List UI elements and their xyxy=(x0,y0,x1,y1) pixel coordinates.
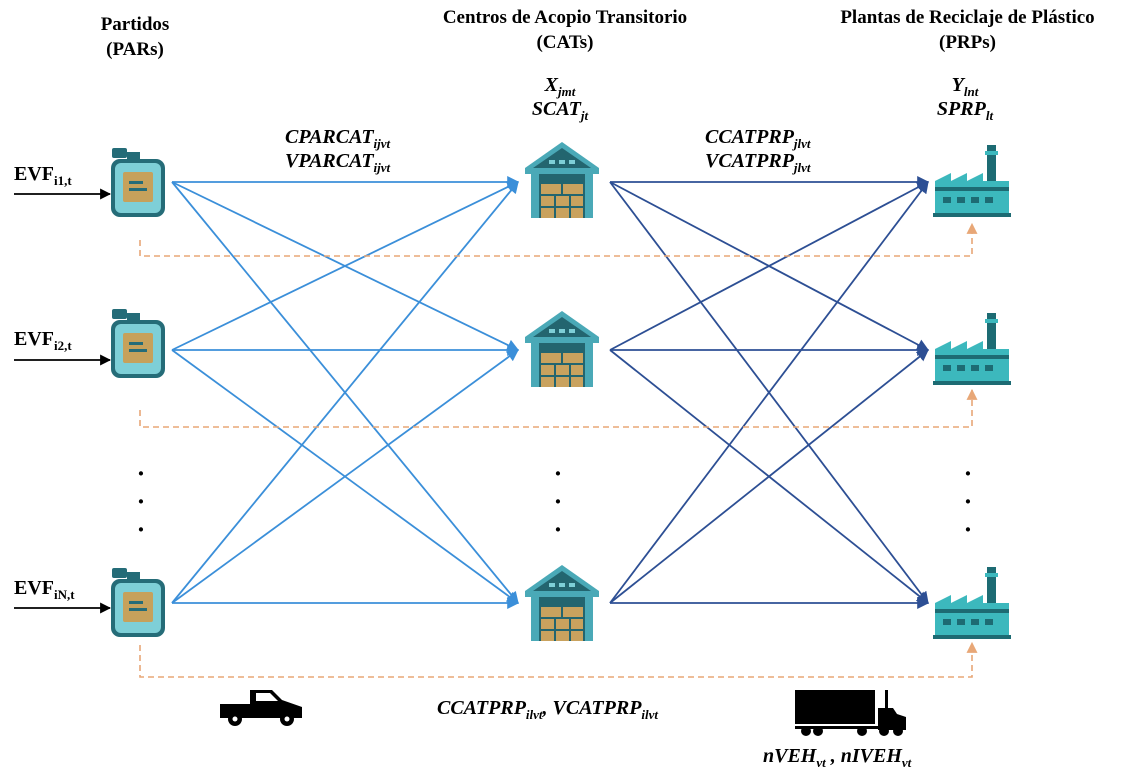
par-cat-vehicles: VPARCATijvt xyxy=(285,150,391,175)
prp-ellipsis: · · · xyxy=(963,459,973,544)
par-cat-arrows xyxy=(171,176,520,609)
jerry-can-icon xyxy=(111,148,165,217)
arrow-par3-cat1 xyxy=(171,181,519,604)
prp-var-sprp: SPRPlt xyxy=(936,98,994,123)
cat-ellipsis: · · · xyxy=(553,459,563,544)
arrow-cat2-prp1 xyxy=(609,181,930,351)
pars-header-name: Partidos xyxy=(100,14,170,35)
direct-arrow-row2 xyxy=(139,388,978,428)
cat-prp-cost: CCATPRPjlvt xyxy=(705,126,811,151)
warehouse-icon xyxy=(525,311,599,387)
arrow-cat3-prp1 xyxy=(609,181,929,604)
par-cat-cost: CPARCATijvt xyxy=(285,126,391,151)
cats-header: Centros de Acopio Transitorio (CATs) xyxy=(400,5,730,55)
par-cat-flow-vars: CPARCATijvt VPARCATijvt xyxy=(285,125,391,175)
direct-dashed-arrows xyxy=(139,222,978,678)
prp-variables: Ylnt SPRPlt xyxy=(905,73,1025,123)
direct-arrow-row3 xyxy=(139,641,978,678)
cat-prp-arrows xyxy=(609,176,930,609)
direct-flow-vars: CCATPRPilvt, VCATPRPilvt xyxy=(437,697,659,722)
cat-prp-vehicles: VCATPRPjlvt xyxy=(705,150,811,175)
prp-var-y: Ylnt xyxy=(951,74,979,99)
cat-variables: Xjmt SCATjt xyxy=(500,73,620,123)
pars-header-abbr: (PARs) xyxy=(106,39,164,60)
factory-icon xyxy=(933,567,1011,639)
cat-var-x: Xjmt xyxy=(544,74,576,99)
input-label-3: EVFiN,t xyxy=(14,577,75,602)
cats-header-name: Centros de Acopio Transitorio xyxy=(442,7,688,28)
input-arrows xyxy=(14,188,112,614)
cat-prp-flow-vars: CCATPRPjlvt VCATPRPjlvt xyxy=(705,125,811,175)
factory-icon xyxy=(933,145,1011,217)
pars-header: Partidos (PARs) xyxy=(70,12,200,62)
warehouse-icon xyxy=(525,565,599,641)
jerry-can-icon xyxy=(111,309,165,378)
jerry-can-icon xyxy=(111,568,165,637)
arrow-par3-cat2 xyxy=(171,349,519,604)
arrow-cat3-prp2 xyxy=(609,349,929,604)
input-label-2: EVFi2,t xyxy=(14,328,72,353)
cat-var-scat: SCATjt xyxy=(531,98,589,123)
factory-icon xyxy=(933,313,1011,385)
semi-truck-icon xyxy=(795,690,906,736)
pickup-truck-icon xyxy=(220,690,302,726)
cats-header-abbr: (CATs) xyxy=(536,32,594,53)
prps-header-name: Plantas de Reciclaje de Plástico xyxy=(840,7,1095,28)
warehouse-icon xyxy=(525,142,599,218)
prps-header-abbr: (PRPs) xyxy=(939,32,996,53)
prps-header: Plantas de Reciclaje de Plástico (PRPs) xyxy=(805,5,1130,55)
par-ellipsis: · · · xyxy=(136,459,146,544)
direct-arrow-row1 xyxy=(139,222,978,257)
vehicle-vars: nVEHvt , nIVEHvt xyxy=(763,745,912,770)
input-label-1: EVFi1,t xyxy=(14,163,72,188)
arrow-par2-cat1 xyxy=(171,181,520,351)
